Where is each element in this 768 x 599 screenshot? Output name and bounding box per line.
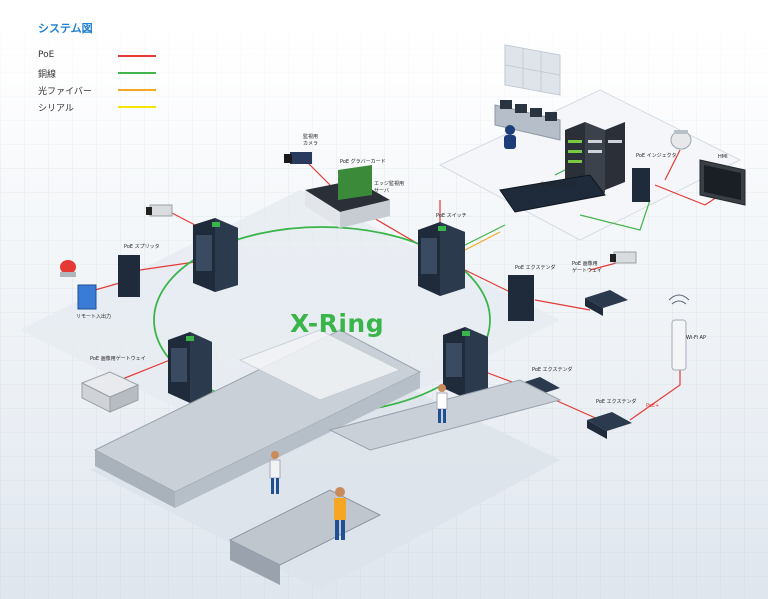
label-edge-server: エッジ監視用 サーバ — [374, 181, 405, 194]
label-poe-splitter: PoE スプリッタ — [124, 244, 160, 250]
video-wall — [504, 44, 561, 96]
legend-title: システム図 — [38, 22, 93, 35]
edge-server — [305, 165, 390, 228]
poe-gateway-right — [585, 290, 628, 316]
box-camera-left — [146, 204, 173, 217]
poe-extender-mid — [508, 275, 534, 321]
label-poe-switch-center: PoE スイッチ — [436, 213, 467, 219]
operator-console — [494, 100, 561, 149]
legend-label: PoE — [38, 50, 55, 60]
worker-1 — [334, 487, 346, 540]
ring-switch-bottomright — [443, 327, 488, 398]
label-poe-injector: PoE インジェクタ — [636, 153, 677, 159]
worker-3 — [269, 451, 281, 494]
label-poe-extender-low-1: PoE エクステンダ — [532, 367, 573, 373]
label-remote-io: リモート入出力 — [76, 314, 112, 320]
legend-swatch — [118, 55, 156, 57]
label-poe-extender-mid: PoE エクステンダ — [515, 265, 556, 271]
ring-switch-bottomleft — [168, 332, 212, 403]
label-wifi-ap: Wi-Fi AP — [686, 335, 706, 341]
legend-item-serial: シリアル — [38, 101, 156, 118]
poe-gateway-left — [80, 371, 140, 413]
legend-item-poe: PoE — [38, 50, 156, 67]
label-non-poe-switch: 非 PoE スイッチ — [540, 182, 578, 188]
box-camera-right — [610, 251, 637, 264]
x-ring-label: X-Ring — [290, 309, 385, 338]
remote-io — [77, 284, 97, 310]
legend-label: シリアル — [38, 104, 74, 114]
alarm-light — [60, 260, 76, 277]
ring-switch-topleft — [193, 218, 238, 292]
worker-2 — [436, 384, 448, 423]
label-poe-extender-low-2: PoE エクステンダ — [596, 399, 637, 405]
hmi-panel — [699, 159, 746, 206]
label-hmi: HMI — [718, 154, 728, 160]
dome-camera — [670, 130, 692, 150]
box-camera-top — [284, 152, 312, 164]
legend: システム図 PoE 銅線 光ファイバー シリアル — [38, 20, 156, 118]
legend-swatch — [118, 106, 156, 108]
fiber-links — [464, 231, 501, 251]
label-poe-gateway-left: PoE 画像用ゲートウェイ — [90, 356, 146, 362]
poe-splitter — [118, 255, 140, 297]
poe-extender-low-2 — [587, 412, 632, 439]
wifi-ap — [668, 294, 690, 371]
legend-label: 銅線 — [38, 70, 57, 80]
label-poe-gateway-right: PoE 画像用 ゲートウェイ — [572, 261, 603, 274]
ring-switch-center — [418, 222, 465, 296]
legend-item-fiber: 光ファイバー — [38, 84, 156, 101]
label-camera-top: 監視用 カメラ — [303, 134, 319, 147]
legend-swatch — [118, 89, 156, 91]
label-poe-plus: PoE+ — [646, 403, 660, 409]
poe-injector — [632, 168, 650, 202]
legend-item-copper: 銅線 — [38, 67, 156, 84]
legend-swatch — [118, 72, 156, 74]
non-poe-switch — [499, 174, 606, 213]
label-poe-grabber: PoE グラバーカード — [340, 159, 386, 165]
legend-label: 光ファイバー — [38, 87, 92, 97]
